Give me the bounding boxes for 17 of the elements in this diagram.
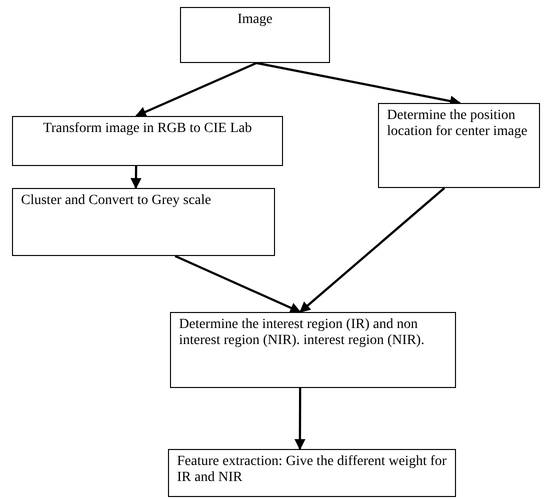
- arrow: [174, 255, 302, 313]
- process-box: [170, 312, 456, 388]
- box-text: Determine the position location for center image: [387, 108, 528, 140]
- arrow: [130, 166, 142, 190]
- box-text: Determine the interest region (IR) and non interest region (NIR). interest region (NIR).: [179, 317, 426, 349]
- process-box: [378, 103, 540, 188]
- box-text: Image: [236, 12, 274, 28]
- arrow: [299, 187, 446, 313]
- arrow: [294, 388, 306, 450]
- process-box: [12, 188, 275, 256]
- process-box: [180, 7, 330, 63]
- process-box: [168, 449, 456, 497]
- box-text: Feature extraction: Give the different weight for IR and NIR: [177, 454, 447, 486]
- box-text: Cluster and Convert to Grey scale: [21, 193, 212, 209]
- box-text: Transform image in RGB to CIE Lab: [42, 121, 253, 137]
- arrow: [135, 62, 257, 118]
- process-box: [12, 116, 283, 166]
